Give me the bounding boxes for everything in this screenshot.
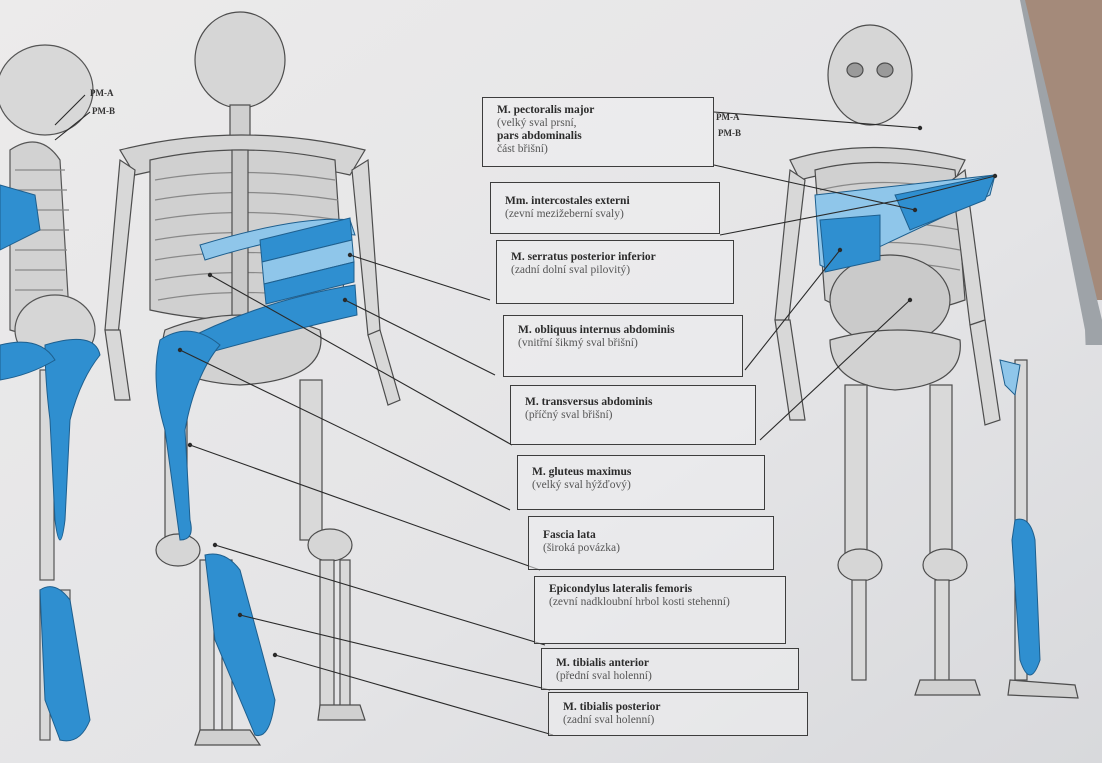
label-obliquus-internus: M. obliquus internus abdominis (vnitřní … — [503, 315, 743, 377]
label-gluteus-maximus: M. gluteus maximus (velký sval hýžďový) — [517, 455, 765, 510]
label-subtitle: (vnitřní šikmý sval břišní) — [518, 337, 734, 350]
tag-left-b: PM-B — [92, 106, 115, 116]
label-subtitle: (přední sval holenní) — [556, 670, 790, 683]
label-title: M. transversus abdominis — [525, 396, 747, 409]
tag-right-a: PM-A — [716, 112, 740, 122]
label-tibialis-anterior: M. tibialis anterior (přední sval holenn… — [541, 648, 799, 690]
label-title: Mm. intercostales externi — [505, 195, 711, 208]
label-subtitle: (zadní sval holenní) — [563, 714, 799, 727]
tag-left-a: PM-A — [90, 88, 114, 98]
label-title: M. tibialis posterior — [563, 701, 799, 714]
label-pectoralis-major: M. pectoralis major (velký sval prsní, p… — [482, 97, 714, 167]
label-subtitle: (velký sval hýžďový) — [532, 479, 756, 492]
label-fascia-lata: Fascia lata (široká povázka) — [528, 516, 774, 570]
label-title: M. tibialis anterior — [556, 657, 790, 670]
label-subtitle: (příčný sval břišní) — [525, 409, 747, 422]
label-tibialis-posterior: M. tibialis posterior (zadní sval holenn… — [548, 692, 808, 736]
label-subtitle: (zevní mezižeberní svaly) — [505, 208, 711, 221]
label-title: Fascia lata — [543, 529, 765, 542]
label-epicondylus-lateralis: Epicondylus lateralis femoris (zevní nad… — [534, 576, 786, 644]
label-title: M. serratus posterior inferior — [511, 251, 725, 264]
label-title: M. obliquus internus abdominis — [518, 324, 734, 337]
label-subtitle: (široká povázka) — [543, 542, 765, 555]
label-title-2: pars abdominalis — [497, 130, 705, 143]
label-title: M. pectoralis major — [497, 104, 705, 117]
label-serratus-posterior-inferior: M. serratus posterior inferior (zadní do… — [496, 240, 734, 304]
label-title: M. gluteus maximus — [532, 466, 756, 479]
label-subtitle-2: část břišní) — [497, 143, 705, 156]
label-intercostales-externi: Mm. intercostales externi (zevní mezižeb… — [490, 182, 720, 234]
label-subtitle: (zadní dolní sval pilovitý) — [511, 264, 725, 277]
tag-right-b: PM-B — [718, 128, 741, 138]
label-subtitle: (zevní nadkloubní hrbol kosti stehenní) — [549, 596, 757, 609]
label-title: Epicondylus lateralis femoris — [549, 583, 757, 596]
label-transversus-abdominis: M. transversus abdominis (příčný sval bř… — [510, 385, 756, 445]
label-subtitle: (velký sval prsní, — [497, 117, 705, 130]
